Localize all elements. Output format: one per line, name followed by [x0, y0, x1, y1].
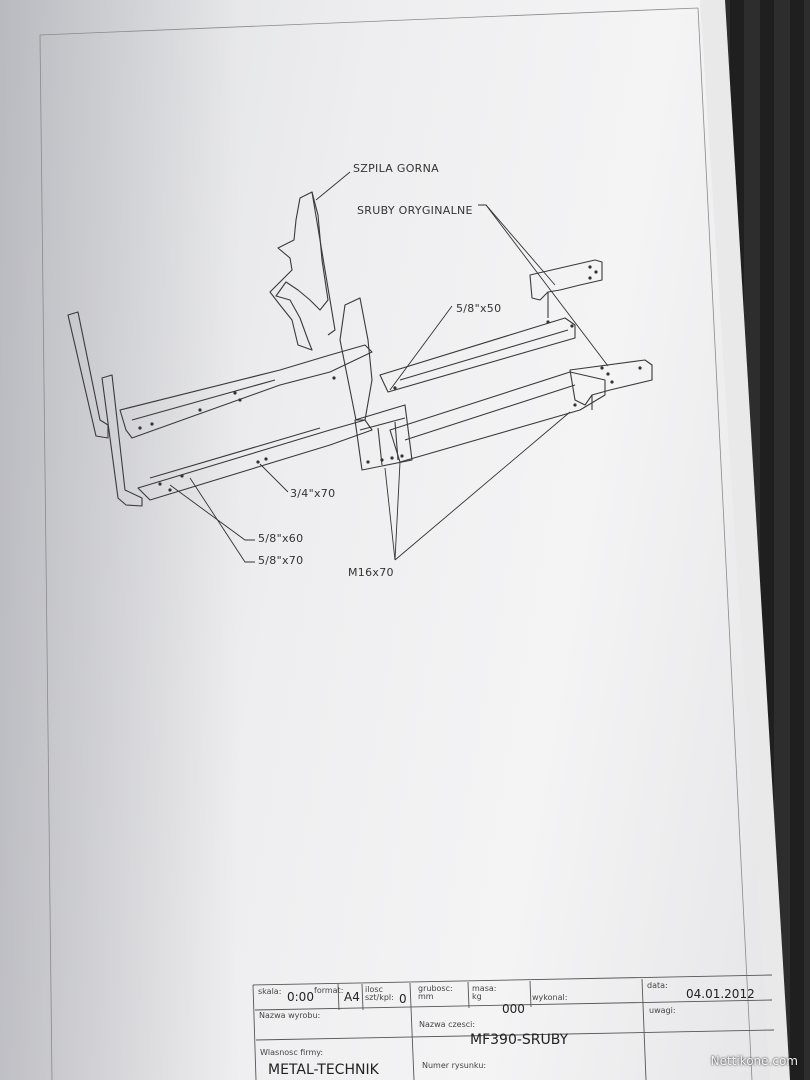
frame-assembly: [67, 191, 653, 507]
mass-label: masa: kg: [472, 984, 497, 1001]
label-bolt-5-8-70: 5/8"x70: [258, 554, 304, 567]
part-value: MF390-SRUBY: [470, 1032, 569, 1048]
sheet-shadow: [0, 0, 240, 1080]
format-label: format:: [314, 986, 344, 995]
scale-label: skala:: [258, 987, 282, 996]
title-block-grid: [252, 974, 775, 1080]
leader-lines: [169, 171, 609, 563]
format-value: A4: [344, 990, 360, 1004]
label-bolt-5-8-60: 5/8"x60: [258, 532, 304, 545]
leader-3-4-70: [259, 463, 289, 493]
leader-original-lower: [485, 204, 609, 367]
mass-value: 000: [502, 1002, 525, 1016]
scale-value: 0:00: [287, 990, 314, 1004]
drawing-no-label: Numer rysunku:: [422, 1061, 487, 1070]
site-watermark: Nettikone.com: [710, 1054, 798, 1068]
leader-5-8-50: [389, 305, 453, 391]
label-original-bolts: SRUBY ORYGINALNE: [357, 204, 473, 217]
thickness-label: grubosc: mm: [418, 984, 453, 1001]
date-label: data:: [647, 981, 668, 990]
leader-top-pin: [315, 171, 351, 201]
qty-value: 0: [399, 992, 407, 1006]
drawing-frame: [39, 7, 753, 1080]
part-label: Nazwa czesci:: [419, 1020, 476, 1029]
label-bolt-m16-70: M16x70: [348, 566, 394, 579]
date-value: 04.01.2012: [686, 987, 755, 1001]
company-value: METAL-TECHNIK: [268, 1062, 379, 1078]
drawing-sheet: [0, 0, 770, 1080]
leader-m16-c: [394, 411, 571, 561]
bolt-holes: [138, 265, 642, 492]
product-label: Nazwa wyrobu:: [259, 1011, 321, 1020]
company-label: Wlasnosc firmy:: [260, 1048, 324, 1057]
leader-m16-b: [394, 461, 401, 561]
label-top-pin: SZPILA GORNA: [353, 162, 439, 175]
leader-5-8-70: [189, 477, 255, 563]
notes-label: uwagi:: [649, 1006, 676, 1015]
label-bolt-5-8-50: 5/8"x50: [456, 302, 502, 315]
label-bolt-3-4-70: 3/4"x70: [290, 487, 336, 500]
leader-m16-a: [384, 467, 396, 561]
leader-5-8-60: [169, 484, 255, 541]
qty-label: ilosc szt/kpl:: [365, 985, 394, 1002]
made-by-label: wykonal:: [532, 993, 568, 1002]
